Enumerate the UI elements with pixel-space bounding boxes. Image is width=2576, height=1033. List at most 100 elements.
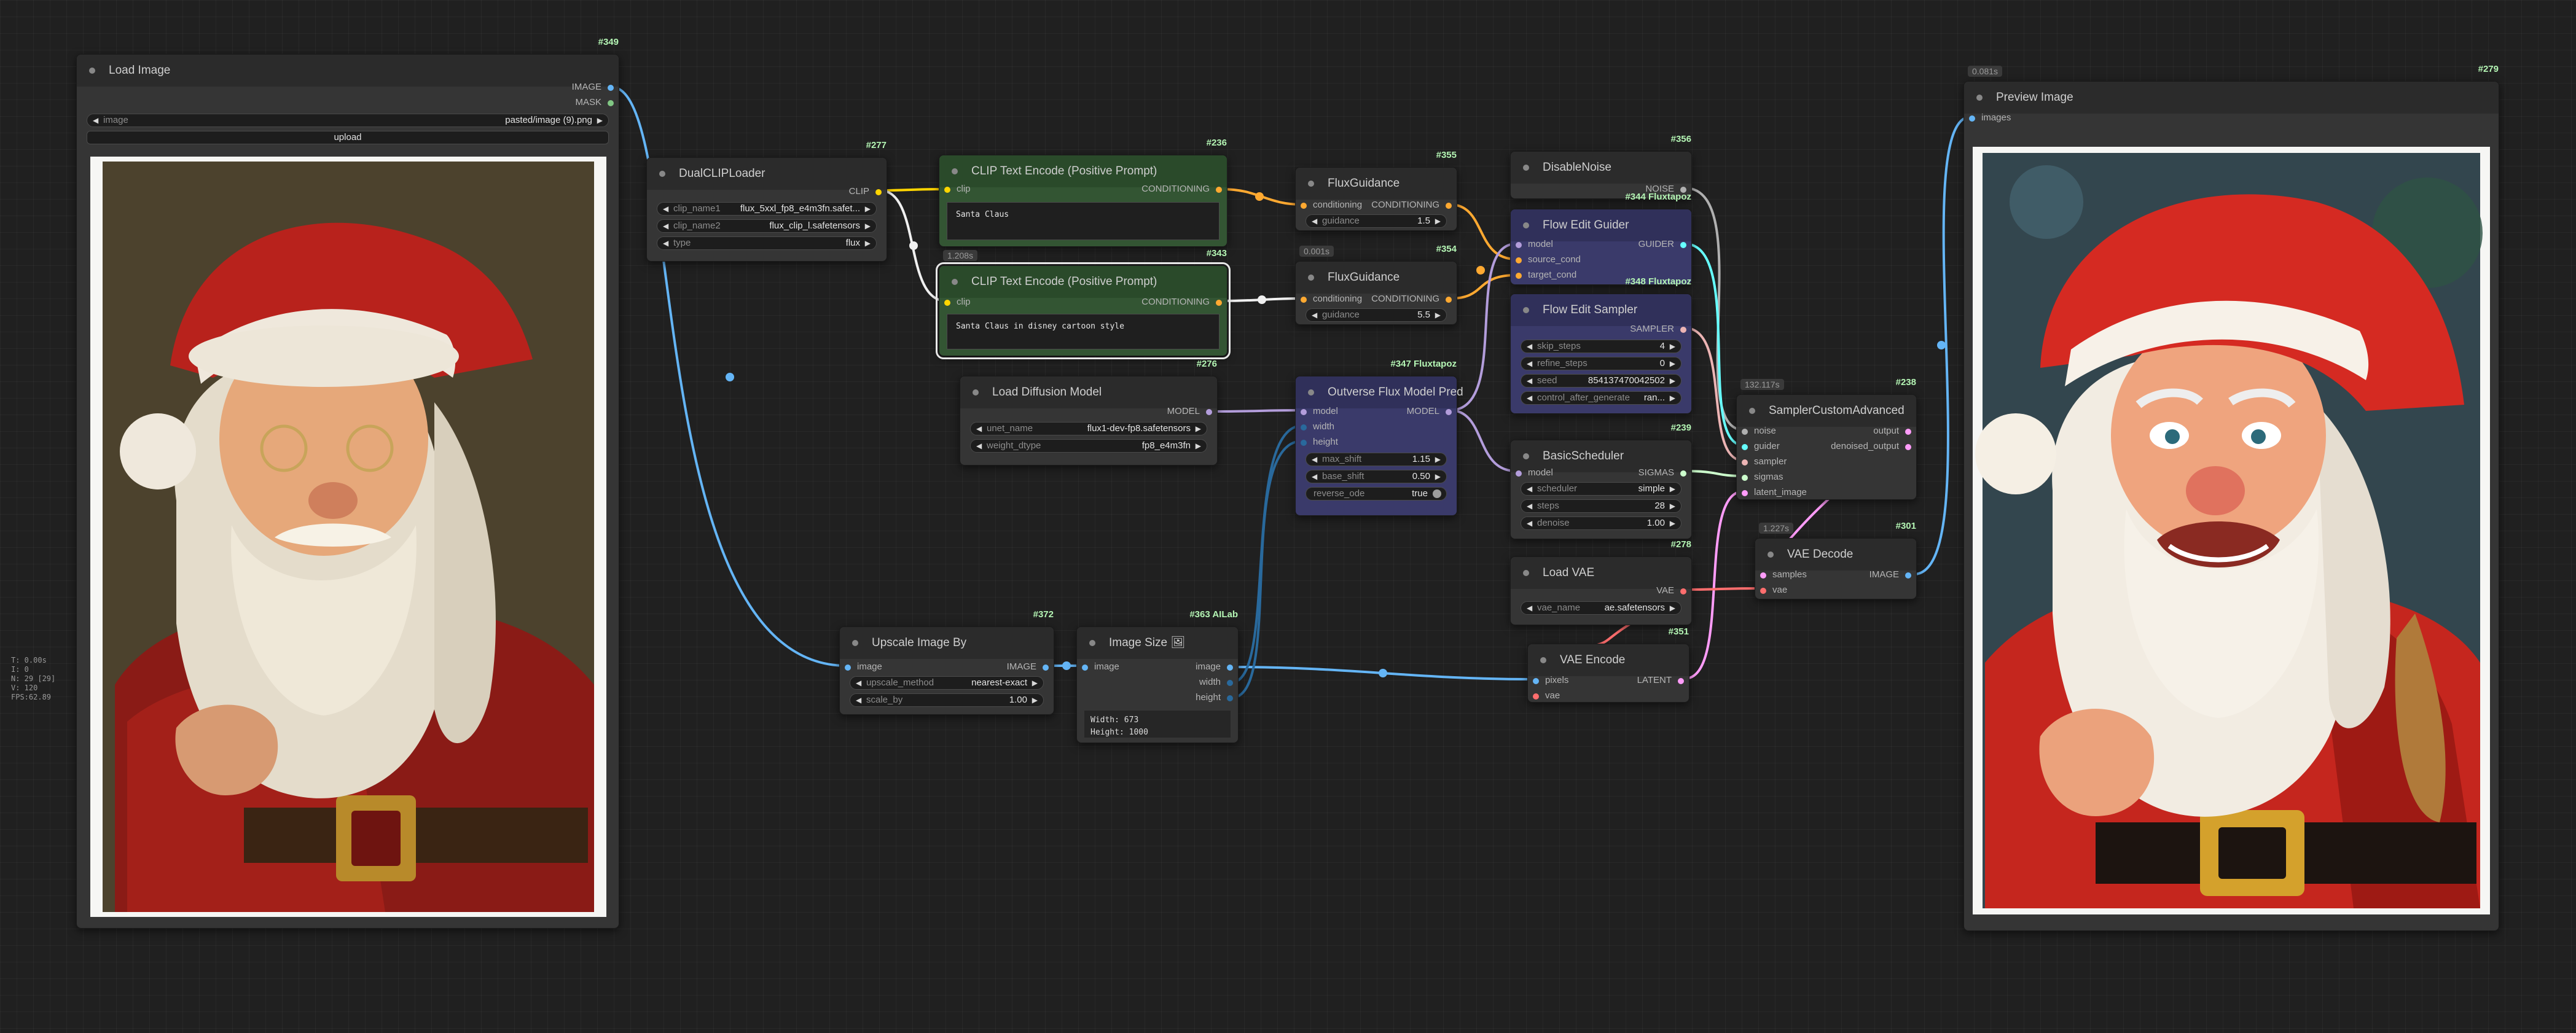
output-conditioning[interactable]: CONDITIONING xyxy=(1371,200,1457,210)
input-conditioning[interactable]: conditioning xyxy=(1296,200,1362,210)
input-image[interactable]: image xyxy=(840,661,882,672)
output-sigmas[interactable]: SIGMAS xyxy=(1638,467,1691,478)
clip-text-encode-node[interactable]: #236 CLIP Text Encode (Positive Prompt) … xyxy=(939,138,1227,247)
input-clip[interactable]: clip xyxy=(939,297,971,307)
upscale-image-by-node[interactable]: #372 Upscale Image By image IMAGE ◀upsca… xyxy=(839,609,1054,715)
prompt-textarea[interactable]: Santa Claus in disney cartoon style xyxy=(947,314,1219,349)
input-sampler[interactable]: sampler xyxy=(1737,456,1787,467)
node-title[interactable]: FluxGuidance xyxy=(1296,262,1457,294)
preview-image-node[interactable]: 0.081s #279 Preview Image images xyxy=(1963,64,2499,931)
output-output[interactable]: output xyxy=(1873,426,1916,436)
image-size-node[interactable]: #363 AILab Image Size 🖼 image image widt… xyxy=(1076,609,1239,743)
flux-guidance-node[interactable]: 0.001s #354 FluxGuidance conditioning CO… xyxy=(1295,244,1457,325)
output-model[interactable]: MODEL xyxy=(1407,406,1457,416)
flow-edit-guider-node[interactable]: #344 Fluxtapoz Flow Edit Guider model so… xyxy=(1510,192,1692,285)
node-title[interactable]: DualCLIPLoader xyxy=(647,158,887,190)
input-model[interactable]: model xyxy=(1511,467,1553,478)
input-sigmas[interactable]: sigmas xyxy=(1737,472,1783,482)
node-title[interactable]: Flow Edit Guider xyxy=(1511,209,1691,241)
collapse-dot-icon[interactable] xyxy=(89,68,95,74)
output-conditioning[interactable]: CONDITIONING xyxy=(1141,297,1227,307)
input-pixels[interactable]: pixels xyxy=(1528,675,1568,685)
input-target-cond[interactable]: target_cond xyxy=(1511,270,1576,280)
node-title[interactable]: Load Image xyxy=(77,55,619,87)
input-guider[interactable]: guider xyxy=(1737,441,1780,451)
output-conditioning[interactable]: CONDITIONING xyxy=(1141,184,1227,194)
output-model[interactable]: MODEL xyxy=(1167,406,1217,416)
input-conditioning[interactable]: conditioning xyxy=(1296,294,1362,304)
input-samples[interactable]: samples xyxy=(1755,569,1807,580)
node-title[interactable]: VAE Decode xyxy=(1755,539,1916,571)
input-height[interactable]: height xyxy=(1296,437,1338,447)
arrow-left-icon[interactable]: ◀ xyxy=(93,116,99,125)
node-title[interactable]: Outverse Flux Model Pred xyxy=(1296,376,1463,408)
output-width[interactable]: width xyxy=(1199,677,1238,687)
output-guider[interactable]: GUIDER xyxy=(1638,239,1691,249)
output-image[interactable]: IMAGE xyxy=(1007,661,1054,672)
flow-edit-sampler-node[interactable]: #348 Fluxtapoz Flow Edit Sampler SAMPLER… xyxy=(1510,276,1692,414)
output-image[interactable]: IMAGE xyxy=(1869,569,1916,580)
input-vae[interactable]: vae xyxy=(1528,690,1560,701)
node-title[interactable]: CLIP Text Encode (Positive Prompt) xyxy=(939,266,1227,298)
output-image[interactable]: IMAGE xyxy=(572,82,619,92)
node-title[interactable]: CLIP Text Encode (Positive Prompt) xyxy=(939,155,1227,187)
output-latent[interactable]: LATENT xyxy=(1637,675,1689,685)
input-model[interactable]: model xyxy=(1296,406,1338,416)
node-title[interactable]: SamplerCustomAdvanced xyxy=(1737,395,1916,427)
node-title[interactable]: Flow Edit Sampler xyxy=(1511,294,1691,326)
prompt-textarea[interactable]: Santa Claus xyxy=(947,202,1219,240)
input-images[interactable]: images xyxy=(1964,112,2011,123)
vae-decode-node[interactable]: 1.227s #301 VAE Decode samples vae IMAGE xyxy=(1755,521,1917,599)
upload-button[interactable]: upload xyxy=(87,131,609,144)
output-clip[interactable]: CLIP xyxy=(849,186,887,197)
output-vae[interactable]: VAE xyxy=(1656,585,1691,596)
input-width[interactable]: width xyxy=(1296,421,1334,432)
node-title[interactable]: Load VAE xyxy=(1511,557,1691,589)
output-conditioning[interactable]: CONDITIONING xyxy=(1371,294,1457,304)
output-denoised[interactable]: denoised_output xyxy=(1831,441,1916,451)
input-model[interactable]: model xyxy=(1511,239,1553,249)
node-title[interactable]: DisableNoise xyxy=(1511,152,1691,184)
input-vae[interactable]: vae xyxy=(1755,585,1787,595)
output-sampler[interactable]: SAMPLER xyxy=(1630,324,1691,334)
node-title[interactable]: BasicScheduler xyxy=(1511,440,1691,472)
output-height[interactable]: height xyxy=(1196,692,1238,703)
node-title[interactable]: Image Size 🖼 xyxy=(1077,627,1238,659)
arrow-right-icon[interactable]: ▶ xyxy=(597,116,603,125)
outverse-flux-model-pred-node[interactable]: #347 Fluxtapoz Outverse Flux Model Pred … xyxy=(1295,359,1463,516)
input-source-cond[interactable]: source_cond xyxy=(1511,254,1581,265)
output-noise[interactable]: NOISE xyxy=(1645,184,1691,194)
vae-encode-node[interactable]: #351 VAE Encode pixels vae LATENT xyxy=(1527,626,1689,703)
sampler-custom-advanced-node[interactable]: 132.117s #238 SamplerCustomAdvanced nois… xyxy=(1736,377,1917,500)
node-title[interactable]: Preview Image xyxy=(1964,82,2499,114)
collapse-dot-icon[interactable] xyxy=(659,171,665,177)
input-noise[interactable]: noise xyxy=(1737,426,1776,436)
flux-guidance-node[interactable]: #355 FluxGuidance conditioning CONDITION… xyxy=(1295,150,1457,231)
load-diffusion-model-node[interactable]: #276 Load Diffusion Model MODEL ◀unet_na… xyxy=(960,359,1218,466)
node-title[interactable]: Upscale Image By xyxy=(840,627,1054,659)
disable-noise-node[interactable]: #356 DisableNoise NOISE xyxy=(1510,134,1692,199)
clip-text-encode-node-selected[interactable]: 1.208s #343 CLIP Text Encode (Positive P… xyxy=(936,248,1231,359)
input-clip[interactable]: clip xyxy=(939,184,971,194)
